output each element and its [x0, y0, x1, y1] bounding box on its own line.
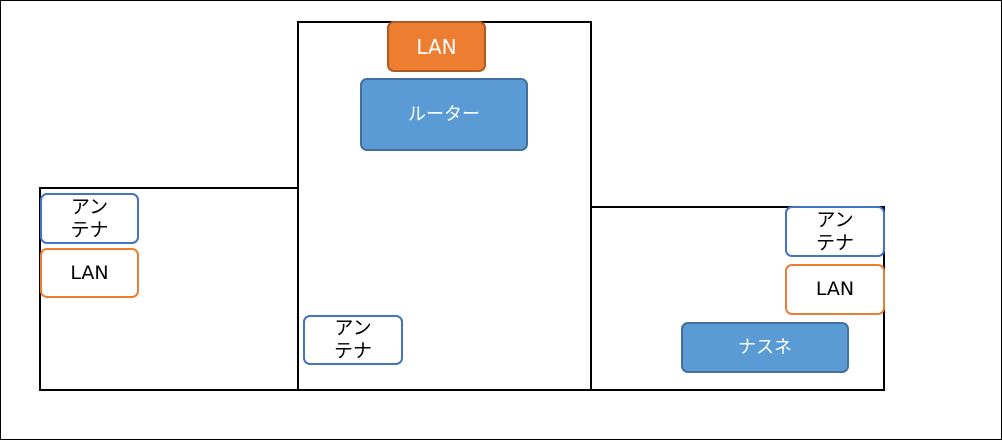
center-lan-box: LAN: [387, 21, 486, 72]
nasne-box: ナスネ: [681, 322, 849, 373]
right-lan-box: LAN: [785, 264, 885, 315]
left-antenna-box: アン テナ: [40, 193, 139, 244]
left-lan-box: LAN: [40, 248, 139, 298]
center-antenna-box: アン テナ: [303, 315, 403, 365]
router-box: ルーター: [360, 78, 528, 151]
right-antenna-box: アン テナ: [785, 206, 885, 257]
